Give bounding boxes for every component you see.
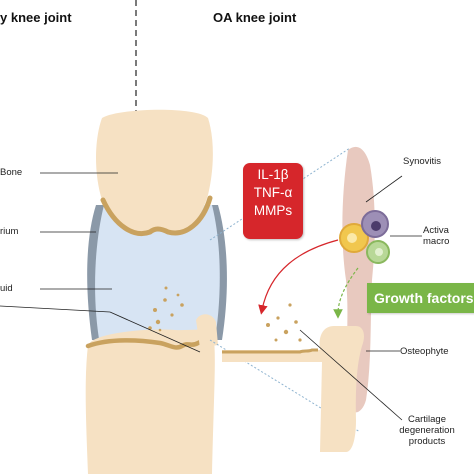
tibia-osteophyte <box>196 314 218 348</box>
leader-lines <box>0 172 422 421</box>
title-oa: OA knee joint <box>213 10 297 25</box>
growth-factor-arrow <box>333 267 359 319</box>
label-cartilage-line-1: Cartilage <box>407 414 447 425</box>
zoom-bone-osteophyte <box>222 326 364 452</box>
label-activated-1: Activa <box>423 225 449 236</box>
zoom-cartilage <box>222 348 318 354</box>
femur-cartilage <box>100 195 213 236</box>
femur-bone <box>96 109 213 234</box>
label-cartilage-line-3: products <box>408 436 446 447</box>
mediator-mmps: MMPs <box>253 203 293 218</box>
inflammatory-mediators-box: IL-1β TNF-α MMPs <box>243 163 303 239</box>
growth-factors-box: Growth factors <box>367 283 474 313</box>
title-healthy: y knee joint <box>0 10 72 25</box>
macrophage-purple-icon <box>361 210 389 238</box>
label-cartilage-line-2: degeneration <box>399 425 455 436</box>
label-fluid: uid <box>0 283 13 294</box>
label-osteophyte: Osteophyte <box>400 346 449 357</box>
label-membrane: rium <box>0 226 19 237</box>
mediator-il1b: IL-1β <box>257 167 289 182</box>
label-synovitis: Synovitis <box>403 156 442 167</box>
label-activated-2: macro <box>423 236 450 247</box>
label-bone: Bone <box>0 167 23 178</box>
macrophage-green-icon <box>366 240 390 264</box>
label-cartilage: Cartilage degeneration products <box>395 414 459 447</box>
macrophage-yellow-icon <box>339 223 369 253</box>
mediator-tnfa: TNF-α <box>253 185 293 200</box>
synovial-fluid <box>95 205 220 345</box>
cartilage-debris <box>148 286 184 332</box>
mediator-arrow <box>258 239 339 315</box>
tibia-bone <box>85 329 215 474</box>
zoom-debris <box>260 303 302 342</box>
